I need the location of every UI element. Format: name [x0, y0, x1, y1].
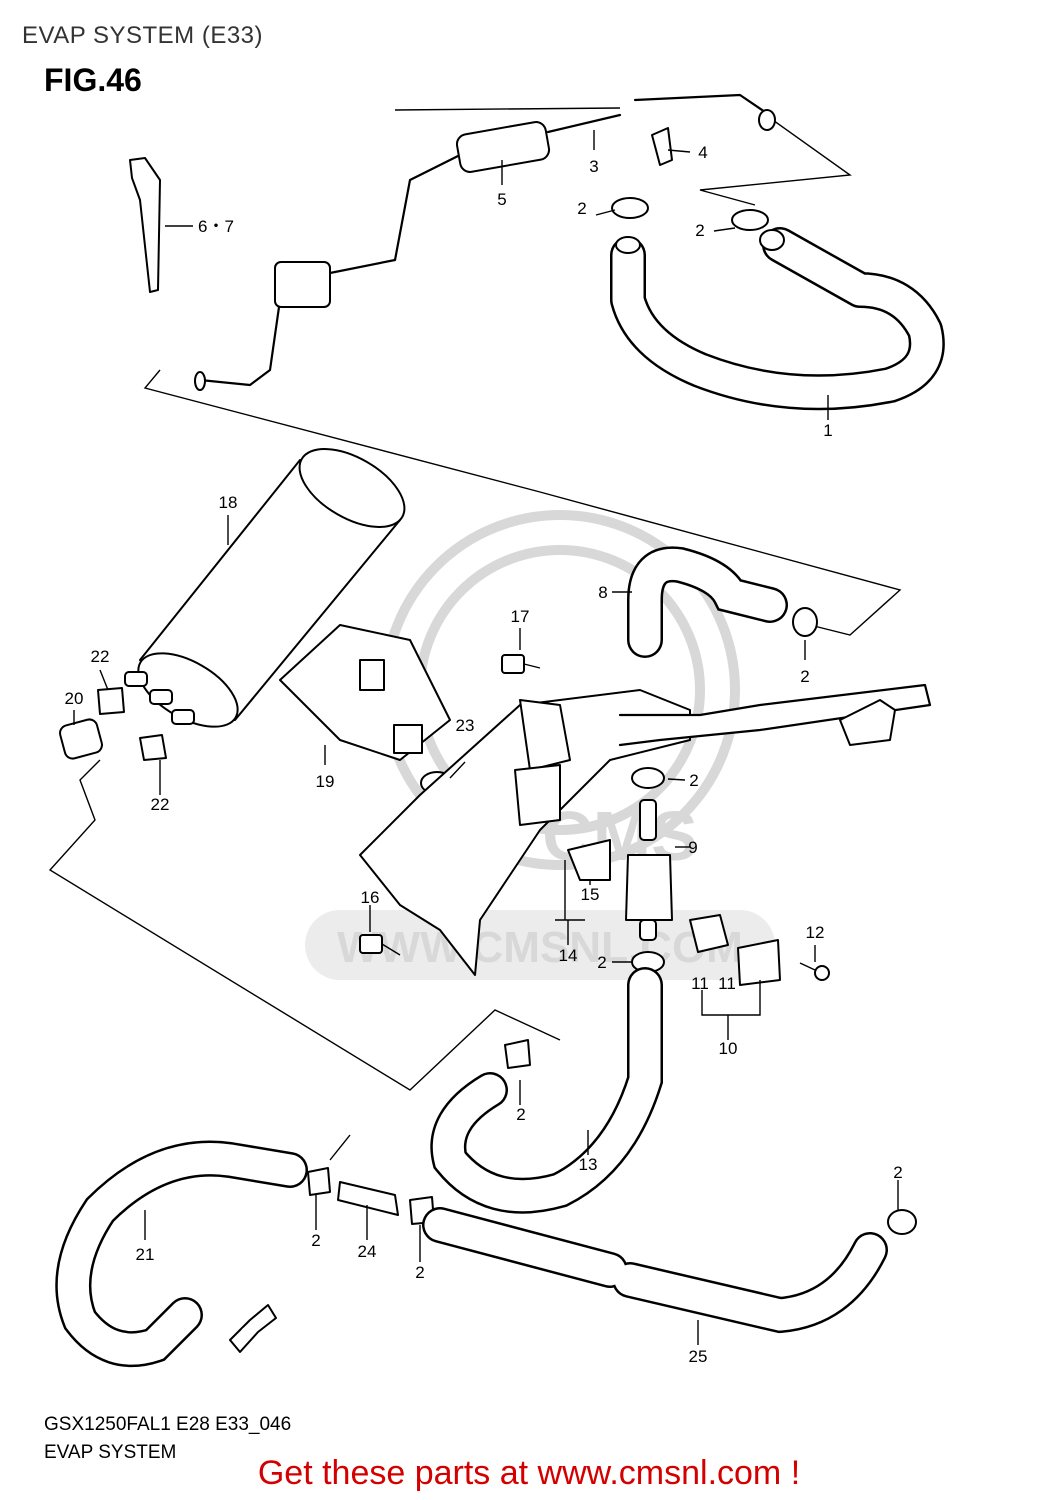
frame-pipe — [618, 683, 932, 747]
callout-21: 21 — [136, 1245, 155, 1264]
callout-2: 2 — [415, 1263, 424, 1282]
callout-numbers: 1 2 2 3 4 5 6・7 18 8 2 17 22 20 23 19 22… — [65, 143, 903, 1366]
part-12-screw[interactable] — [799, 962, 830, 981]
watermark-text: WWW.CMSNL.COM — [337, 923, 743, 972]
part-1-hose[interactable] — [610, 227, 945, 411]
callout-9: 9 — [688, 838, 697, 857]
clamp-2-hose-25[interactable] — [887, 1209, 917, 1235]
part-25-hose[interactable] — [422, 1207, 888, 1334]
callout-19: 19 — [316, 772, 335, 791]
part-13-hose[interactable] — [430, 967, 663, 1214]
fwd-arrow-icon: FWD — [229, 1304, 277, 1353]
figure-number: FIG.46 — [44, 62, 142, 98]
callout-2: 2 — [516, 1105, 525, 1124]
callout-23: 23 — [456, 716, 475, 735]
clamp-2-upper-right[interactable] — [731, 209, 769, 231]
part-19-bracket[interactable] — [279, 624, 451, 761]
part-9-valve[interactable] — [625, 799, 673, 941]
upper-group-outline — [143, 107, 902, 636]
part-5-hose[interactable] — [194, 120, 551, 391]
part-3-hose[interactable] — [546, 93, 776, 134]
callout-24: 24 — [358, 1242, 377, 1261]
callout-2: 2 — [800, 667, 809, 686]
callout-8: 8 — [598, 583, 607, 602]
part-6-7-tie-strap[interactable] — [129, 157, 161, 293]
part-14-bracket[interactable] — [359, 689, 691, 976]
part-22-clamp-a[interactable] — [97, 687, 125, 715]
clamp-2-upper-left[interactable] — [611, 197, 649, 219]
callout-2: 2 — [597, 953, 606, 972]
callout-15: 15 — [581, 885, 600, 904]
part-4-clip[interactable] — [651, 127, 673, 166]
callout-5: 5 — [497, 190, 506, 209]
part-15-clip[interactable] — [567, 839, 611, 881]
part-16-bolt[interactable] — [359, 934, 401, 956]
callout-2: 2 — [311, 1231, 320, 1250]
callout-14: 14 — [559, 946, 578, 965]
callout-20: 20 — [65, 689, 84, 708]
callout-2: 2 — [689, 771, 698, 790]
part-21-hose[interactable] — [55, 1140, 308, 1368]
leader-lines — [73, 130, 899, 1345]
clamp-2-hose-13[interactable] — [504, 1039, 531, 1069]
part-17-bolt[interactable] — [501, 654, 541, 674]
watermark-badge: CMS — [542, 797, 698, 875]
callout-6-7: 6・7 — [198, 217, 234, 236]
part-20-cap[interactable] — [58, 718, 104, 761]
part-8-hose[interactable] — [627, 546, 788, 658]
clamp-2-hose-21[interactable] — [307, 1167, 331, 1196]
promo-link[interactable]: Get these parts at www.cmsnl.com ! — [257, 1454, 801, 1492]
callout-17: 17 — [511, 607, 530, 626]
callout-18: 18 — [219, 493, 238, 512]
part-24-joint[interactable] — [337, 1181, 399, 1216]
callout-10: 10 — [719, 1039, 738, 1058]
part-11-holder[interactable] — [689, 914, 781, 986]
section-name: EVAP SYSTEM — [44, 1442, 177, 1463]
model-code: GSX1250FAL1 E28 E33_046 — [44, 1414, 292, 1435]
callout-13: 13 — [579, 1155, 598, 1174]
callout-3: 3 — [589, 157, 598, 176]
callout-22: 22 — [91, 647, 110, 666]
lower-group-outline — [48, 759, 561, 1161]
callout-11: 11 — [691, 974, 709, 993]
callout-2: 2 — [893, 1163, 902, 1182]
part-18-canister[interactable] — [124, 433, 417, 742]
callout-25: 25 — [689, 1347, 708, 1366]
callout-1: 1 — [823, 421, 832, 440]
part-22-clamp-b[interactable] — [139, 734, 167, 761]
callout-22: 22 — [151, 795, 170, 814]
clamp-2-near-8[interactable] — [792, 607, 818, 637]
callout-2: 2 — [577, 199, 586, 218]
page-title: EVAP SYSTEM (E33) — [22, 22, 264, 49]
callout-11: 11 — [718, 974, 736, 993]
callout-12: 12 — [806, 923, 825, 942]
clamp-2-valve-top[interactable] — [631, 767, 665, 789]
callout-2: 2 — [695, 221, 704, 240]
callout-4: 4 — [698, 143, 707, 162]
callout-16: 16 — [361, 888, 380, 907]
